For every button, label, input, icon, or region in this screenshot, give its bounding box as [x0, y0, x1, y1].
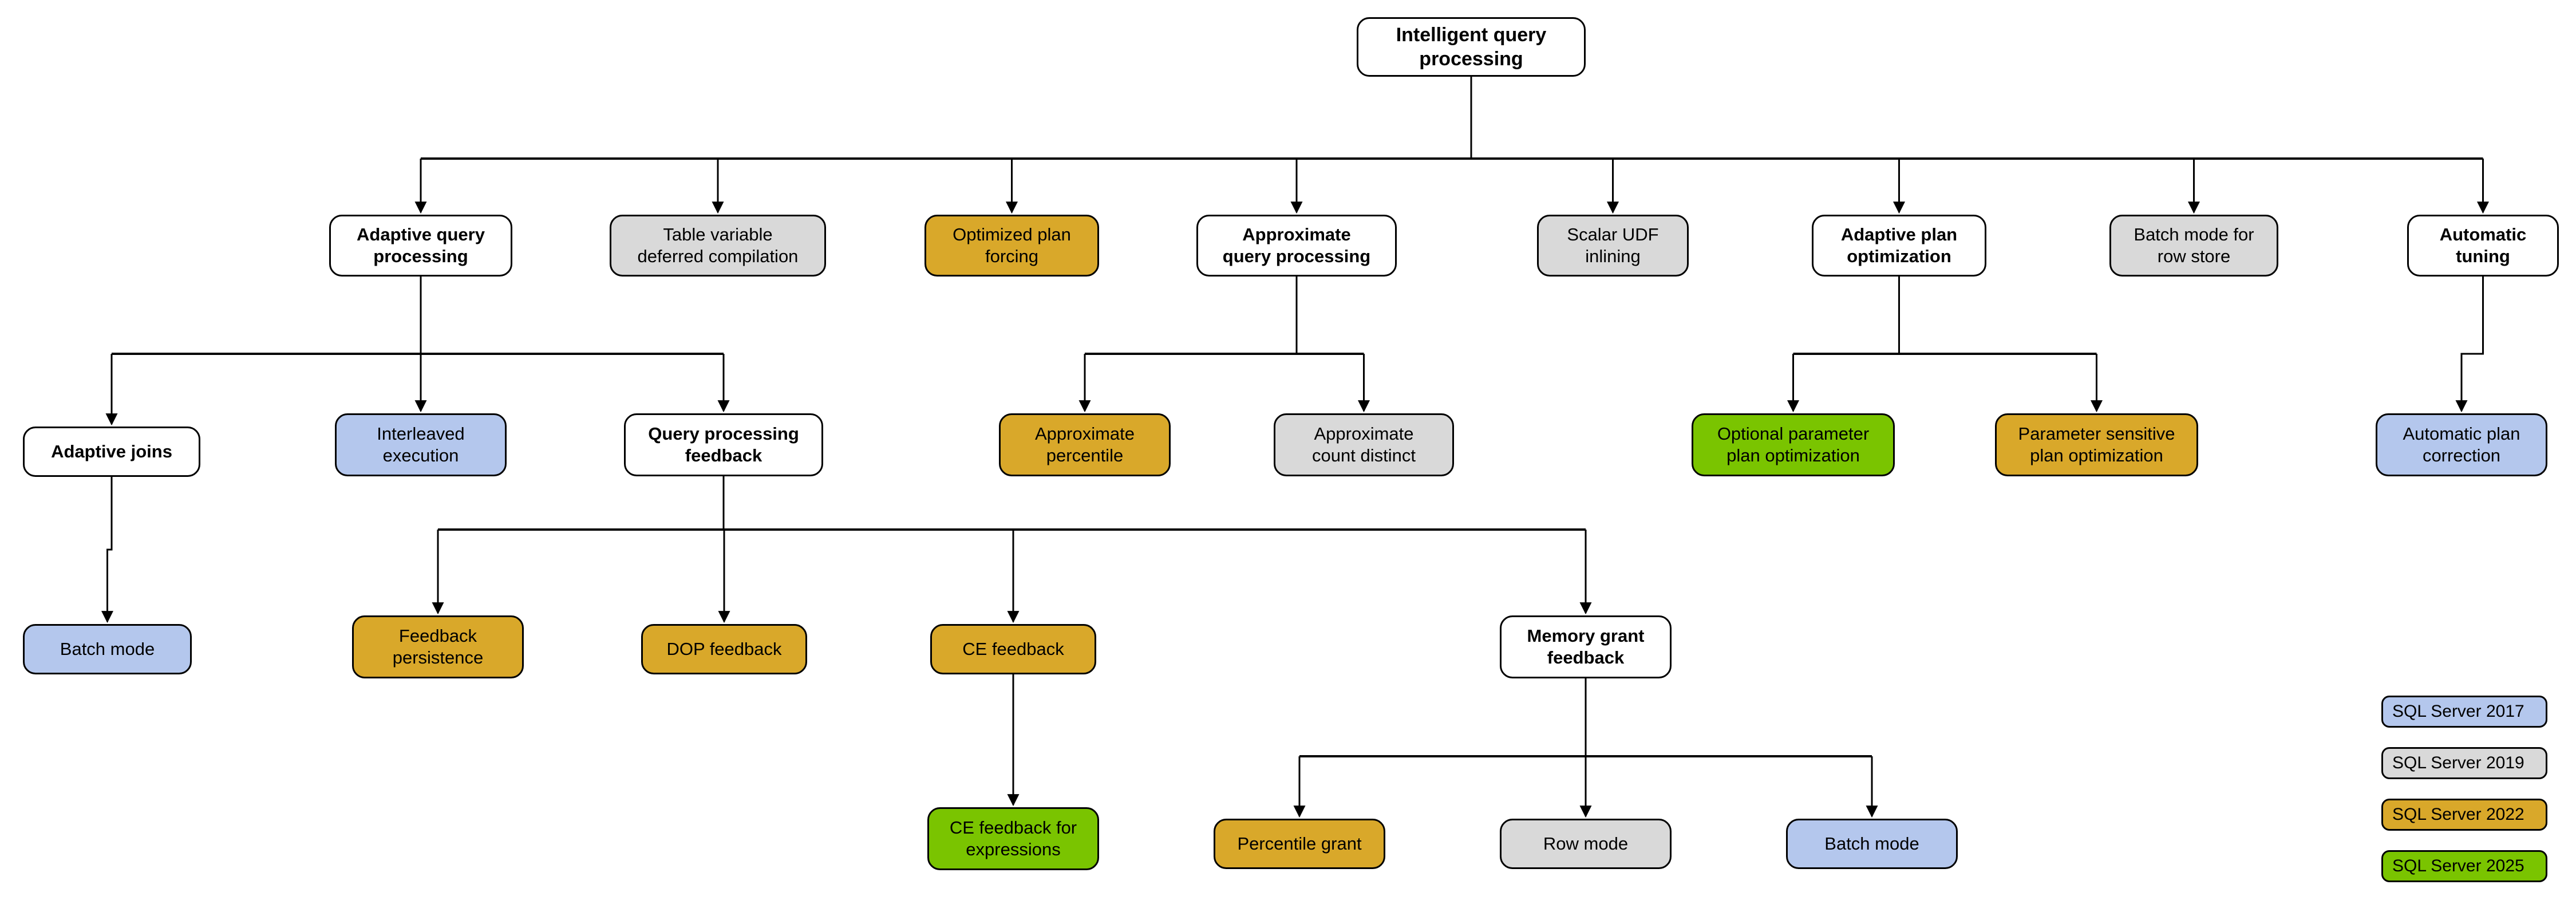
node-approxcount[interactable]: Approximate count distinct — [1274, 413, 1454, 476]
node-qpfeedback[interactable]: Query processing feedback — [624, 413, 823, 476]
node-cefeedback[interactable]: CE feedback — [930, 624, 1096, 674]
node-opf[interactable]: Optimized plan forcing — [924, 215, 1099, 277]
node-cefbexpr[interactable]: CE feedback for expressions — [927, 807, 1099, 870]
node-bmrs[interactable]: Batch mode for row store — [2109, 215, 2278, 277]
legend-item-sql-server-2022: SQL Server 2022 — [2381, 799, 2547, 831]
node-dopfeedback[interactable]: DOP feedback — [641, 624, 807, 674]
legend-item-sql-server-2017: SQL Server 2017 — [2381, 696, 2547, 728]
node-batchmode1[interactable]: Batch mode — [23, 624, 192, 674]
node-rowmode[interactable]: Row mode — [1500, 819, 1672, 869]
node-apc[interactable]: Automatic plan correction — [2376, 413, 2547, 476]
node-aqp[interactable]: Adaptive query processing — [329, 215, 512, 277]
node-memgrant[interactable]: Memory grant feedback — [1500, 615, 1672, 678]
node-interleaved[interactable]: Interleaved execution — [335, 413, 507, 476]
node-udf[interactable]: Scalar UDF inlining — [1537, 215, 1689, 277]
node-autotune[interactable]: Automatic tuning — [2407, 215, 2559, 277]
legend-item-sql-server-2025: SQL Server 2025 — [2381, 850, 2547, 882]
node-root[interactable]: Intelligent query processing — [1357, 17, 1586, 77]
node-pctgrant[interactable]: Percentile grant — [1214, 819, 1385, 869]
node-approxpct[interactable]: Approximate percentile — [999, 413, 1171, 476]
node-tvdc[interactable]: Table variable deferred compilation — [610, 215, 826, 277]
node-apo[interactable]: Adaptive plan optimization — [1812, 215, 1986, 277]
node-oppo[interactable]: Optional parameter plan optimization — [1692, 413, 1895, 476]
node-adaptivejoins[interactable]: Adaptive joins — [23, 427, 200, 477]
legend-item-sql-server-2019: SQL Server 2019 — [2381, 747, 2547, 779]
node-fbpersist[interactable]: Feedback persistence — [352, 615, 524, 678]
node-approx[interactable]: Approximate query processing — [1196, 215, 1397, 277]
node-batchmode2[interactable]: Batch mode — [1786, 819, 1958, 869]
node-pspo[interactable]: Parameter sensitive plan optimization — [1995, 413, 2198, 476]
